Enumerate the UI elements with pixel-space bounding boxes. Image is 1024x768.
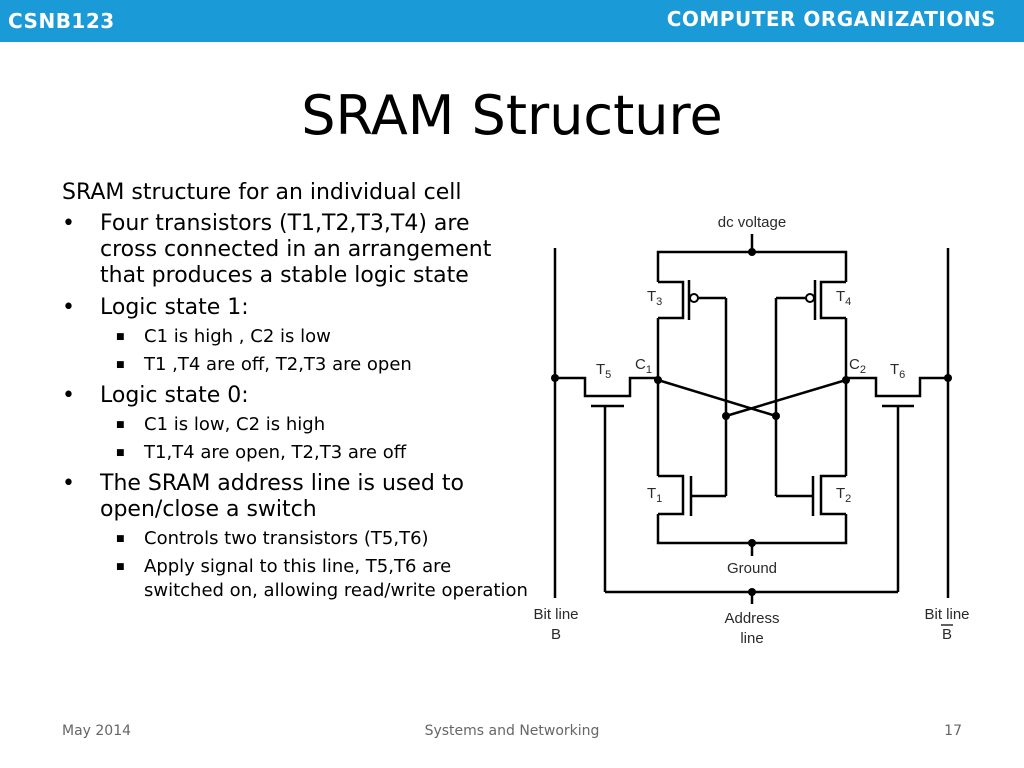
t5-label: T5 bbox=[596, 361, 611, 381]
page-number: 17 bbox=[944, 723, 962, 739]
bit-line-right-label-2: B bbox=[942, 626, 952, 643]
sub-bullet-list: C1 is low, C2 is high T1,T4 are open, T2… bbox=[100, 413, 532, 465]
right-gate-node bbox=[772, 412, 780, 420]
dc-voltage-rail bbox=[656, 250, 848, 282]
t4-gate-bubble bbox=[805, 293, 815, 303]
t3-gate-bubble bbox=[689, 293, 699, 303]
t6-channel bbox=[846, 376, 948, 398]
cross-c1-to-right-gates bbox=[657, 378, 777, 418]
bullet-text: Logic state 1: bbox=[100, 295, 249, 320]
bit-line-left-label-1: Bit line bbox=[533, 606, 578, 623]
address-label-1: Address bbox=[724, 610, 779, 627]
bit-line-right-node bbox=[944, 374, 952, 382]
bullet-text: Four transistors (T1,T2,T3,T4) are cross… bbox=[100, 211, 492, 288]
ground-node bbox=[748, 539, 756, 547]
cross-c2-to-left-gates bbox=[725, 378, 847, 418]
bit-line-right-label-1: Bit line bbox=[924, 606, 969, 623]
dc-voltage-label: dc voltage bbox=[718, 214, 786, 231]
address-node bbox=[748, 588, 756, 596]
t6-label: T6 bbox=[890, 361, 905, 381]
bit-line-left-node bbox=[551, 374, 559, 382]
bullet-item: Logic state 0: C1 is low, C2 is high T1,… bbox=[62, 383, 532, 465]
ground-label: Ground bbox=[727, 560, 777, 577]
sub-bullet-item: T1 ,T4 are off, T2,T3 are open bbox=[100, 353, 532, 377]
sub-bullet-item: Controls two transistors (T5,T6) bbox=[100, 527, 532, 551]
left-gate-node bbox=[722, 412, 730, 420]
bullet-text: Logic state 0: bbox=[100, 383, 249, 408]
sub-bullet-list: C1 is high , C2 is low T1 ,T4 are off, T… bbox=[100, 325, 532, 377]
slide-title: SRAM Structure bbox=[301, 84, 723, 147]
sub-bullet-item: C1 is high , C2 is low bbox=[100, 325, 532, 349]
sub-bullet-item: T1,T4 are open, T2,T3 are off bbox=[100, 441, 532, 465]
sub-bullet-item: C1 is low, C2 is high bbox=[100, 413, 532, 437]
bullet-item: Four transistors (T1,T2,T3,T4) are cross… bbox=[62, 211, 532, 289]
t1-label: T1 bbox=[647, 485, 662, 505]
course-title: COMPUTER ORGANIZATIONS bbox=[666, 7, 996, 31]
intro-text: SRAM structure for an individual cell bbox=[62, 180, 462, 205]
bullet-text: The SRAM address line is used to open/cl… bbox=[100, 471, 464, 522]
t2-channel bbox=[819, 474, 846, 516]
ground-rail bbox=[656, 514, 848, 545]
c1-label: C1 bbox=[635, 356, 652, 376]
t5-channel bbox=[555, 376, 658, 398]
footer-center-text: Systems and Networking bbox=[424, 723, 600, 739]
t2-label: T2 bbox=[836, 485, 851, 505]
course-code: CSNB123 bbox=[8, 9, 115, 33]
t1-channel bbox=[658, 474, 685, 516]
t3-channel bbox=[658, 280, 685, 320]
t4-label: T4 bbox=[836, 288, 851, 308]
c2-label: C2 bbox=[849, 356, 866, 376]
t3-label: T3 bbox=[647, 288, 662, 308]
content-text: SRAM structure for an individual cell Fo… bbox=[62, 180, 532, 609]
footer-date: May 2014 bbox=[62, 723, 132, 739]
bullet-item: The SRAM address line is used to open/cl… bbox=[62, 471, 532, 603]
sram-cell-diagram: dc voltage Ground Ad bbox=[533, 214, 969, 647]
sub-bullet-list: Controls two transistors (T5,T6) Apply s… bbox=[100, 527, 532, 603]
t4-channel bbox=[819, 280, 846, 320]
bullet-list: Four transistors (T1,T2,T3,T4) are cross… bbox=[62, 211, 532, 603]
sub-bullet-item: Apply signal to this line, T5,T6 are swi… bbox=[100, 555, 532, 603]
bullet-item: Logic state 1: C1 is high , C2 is low T1… bbox=[62, 295, 532, 377]
address-label-2: line bbox=[740, 630, 763, 647]
bit-line-left-label-2: B bbox=[551, 626, 561, 643]
header-bar: CSNB123 COMPUTER ORGANIZATIONS bbox=[0, 0, 1024, 42]
